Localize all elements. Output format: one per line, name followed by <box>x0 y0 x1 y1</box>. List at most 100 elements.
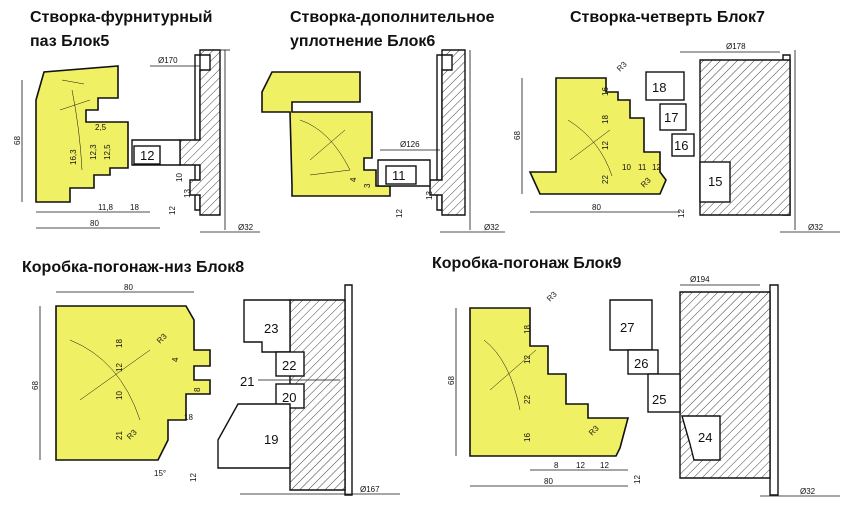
dim-18: 18 <box>115 339 124 348</box>
block-16-box <box>671 133 695 157</box>
dim-12b: 12 <box>189 473 198 482</box>
dim-15deg: 15° <box>154 469 166 478</box>
dim-80: 80 <box>90 219 99 228</box>
dim-68: 68 <box>447 376 456 385</box>
cutter-shaft <box>769 284 779 496</box>
dim-d178: Ø178 <box>726 42 746 51</box>
block-11-box <box>385 165 417 185</box>
dim-d32: Ø32 <box>800 487 816 496</box>
block-label-19: 19 <box>264 432 278 447</box>
dim-12b: 12 <box>652 163 661 172</box>
block-24-box <box>681 415 721 461</box>
block-label-27: 27 <box>620 320 634 335</box>
cutter-body <box>179 49 221 216</box>
block-22-box <box>275 351 305 377</box>
panel-block9: Коробка-погонаж Блок9 27 26 25 24 Ø194 R… <box>432 255 840 497</box>
block-19-holder <box>217 403 291 469</box>
dim-r3-top: R3 <box>545 289 559 303</box>
panel3-title: Створка-четверть Блок7 <box>570 9 765 26</box>
dim-16: 16 <box>601 87 610 96</box>
dim-68: 68 <box>513 131 522 140</box>
dim-12-3: 12,3 <box>89 144 98 160</box>
dim-21: 21 <box>115 431 124 440</box>
block-15-box <box>699 161 731 203</box>
dim-d32: Ø32 <box>484 223 500 232</box>
dim-13: 13 <box>425 191 434 200</box>
dim-12-5: 12,5 <box>103 144 112 160</box>
dim-2-5: 2,5 <box>95 123 107 132</box>
panel1-title-line1: Створка-фурнитурный <box>30 9 212 26</box>
workpiece-profile <box>55 305 211 461</box>
dim-18: 18 <box>601 115 610 124</box>
dim-18: 18 <box>130 203 139 212</box>
dim-r3-top: R3 <box>615 59 629 73</box>
block-label-22: 22 <box>282 358 296 373</box>
block-label-17: 17 <box>664 110 678 125</box>
dim-8: 8 <box>554 461 559 470</box>
dim-18: 18 <box>523 325 532 334</box>
dim-13: 13 <box>183 189 192 198</box>
block-23-holder <box>243 299 291 353</box>
block-label-21: 21 <box>240 374 254 389</box>
dim-d32: Ø32 <box>238 223 254 232</box>
block-17-box <box>659 103 687 131</box>
block-label-23: 23 <box>264 321 278 336</box>
dim-12c: 12 <box>677 209 686 218</box>
dim-22: 22 <box>523 395 532 404</box>
dim-80: 80 <box>544 477 553 486</box>
dim-16-3: 16,3 <box>69 149 78 165</box>
dim-12b: 12 <box>576 461 585 470</box>
panel-block7: Створка-четверть Блок7 18 17 16 15 Ø178 … <box>513 9 840 233</box>
dim-12: 12 <box>168 206 177 215</box>
dim-d126: Ø126 <box>400 140 420 149</box>
dim-d32: Ø32 <box>808 223 824 232</box>
dim-d167: Ø167 <box>360 485 380 494</box>
panel-block5: Створка-фурнитурный паз Блок5 12 Ø170 2,… <box>13 9 260 233</box>
block-12-box <box>133 145 161 165</box>
dim-68: 68 <box>13 136 22 145</box>
panel-block6: Створка-дополнительное уплотнение Блок6 … <box>261 9 505 233</box>
dim-80: 80 <box>124 283 133 292</box>
panel4-title: Коробка-погонаж-низ Блок8 <box>22 259 244 276</box>
dim-3: 3 <box>363 183 372 188</box>
block-label-18: 18 <box>652 80 666 95</box>
workpiece-profile <box>261 71 391 197</box>
dim-10: 10 <box>175 173 184 182</box>
block-18-box <box>645 71 685 101</box>
cutter-shaft <box>344 284 353 496</box>
panel2-title-line2: уплотнение Блок6 <box>290 33 435 50</box>
panel5-title: Коробка-погонаж Блок9 <box>432 255 621 272</box>
dim-12: 12 <box>115 363 124 372</box>
dim-18b: 18 <box>184 413 193 422</box>
dim-d194: Ø194 <box>690 275 710 284</box>
panel2-title-line1: Створка-дополнительное <box>290 9 495 26</box>
block-25-box <box>647 373 681 413</box>
block-label-24: 24 <box>698 430 712 445</box>
dim-12c: 12 <box>600 461 609 470</box>
dim-11-8: 11,8 <box>98 203 114 212</box>
block-label-20: 20 <box>282 390 296 405</box>
dim-4: 4 <box>349 177 358 182</box>
workpiece-profile <box>35 65 129 203</box>
workpiece-profile <box>528 77 667 195</box>
panel-block8: Коробка-погонаж-низ Блок8 23 22 21 20 19… <box>22 259 400 496</box>
block-label-15: 15 <box>708 174 722 189</box>
dim-4: 4 <box>171 357 180 362</box>
dim-8: 8 <box>193 387 202 392</box>
dim-12: 12 <box>395 209 404 218</box>
dim-12: 12 <box>523 355 532 364</box>
dim-16: 16 <box>523 433 532 442</box>
workpiece-profile <box>469 307 630 457</box>
block-label-12: 12 <box>140 148 154 163</box>
cutter-body <box>429 49 466 216</box>
dim-68: 68 <box>31 381 40 390</box>
dim-22: 22 <box>601 175 610 184</box>
block-label-16: 16 <box>674 138 688 153</box>
panel1-title-line2: паз Блок5 <box>30 33 109 50</box>
dim-10: 10 <box>622 163 631 172</box>
dim-12: 12 <box>601 141 610 150</box>
dim-11: 11 <box>638 163 647 172</box>
dim-d170: Ø170 <box>158 56 178 65</box>
block-label-11: 11 <box>392 168 406 183</box>
